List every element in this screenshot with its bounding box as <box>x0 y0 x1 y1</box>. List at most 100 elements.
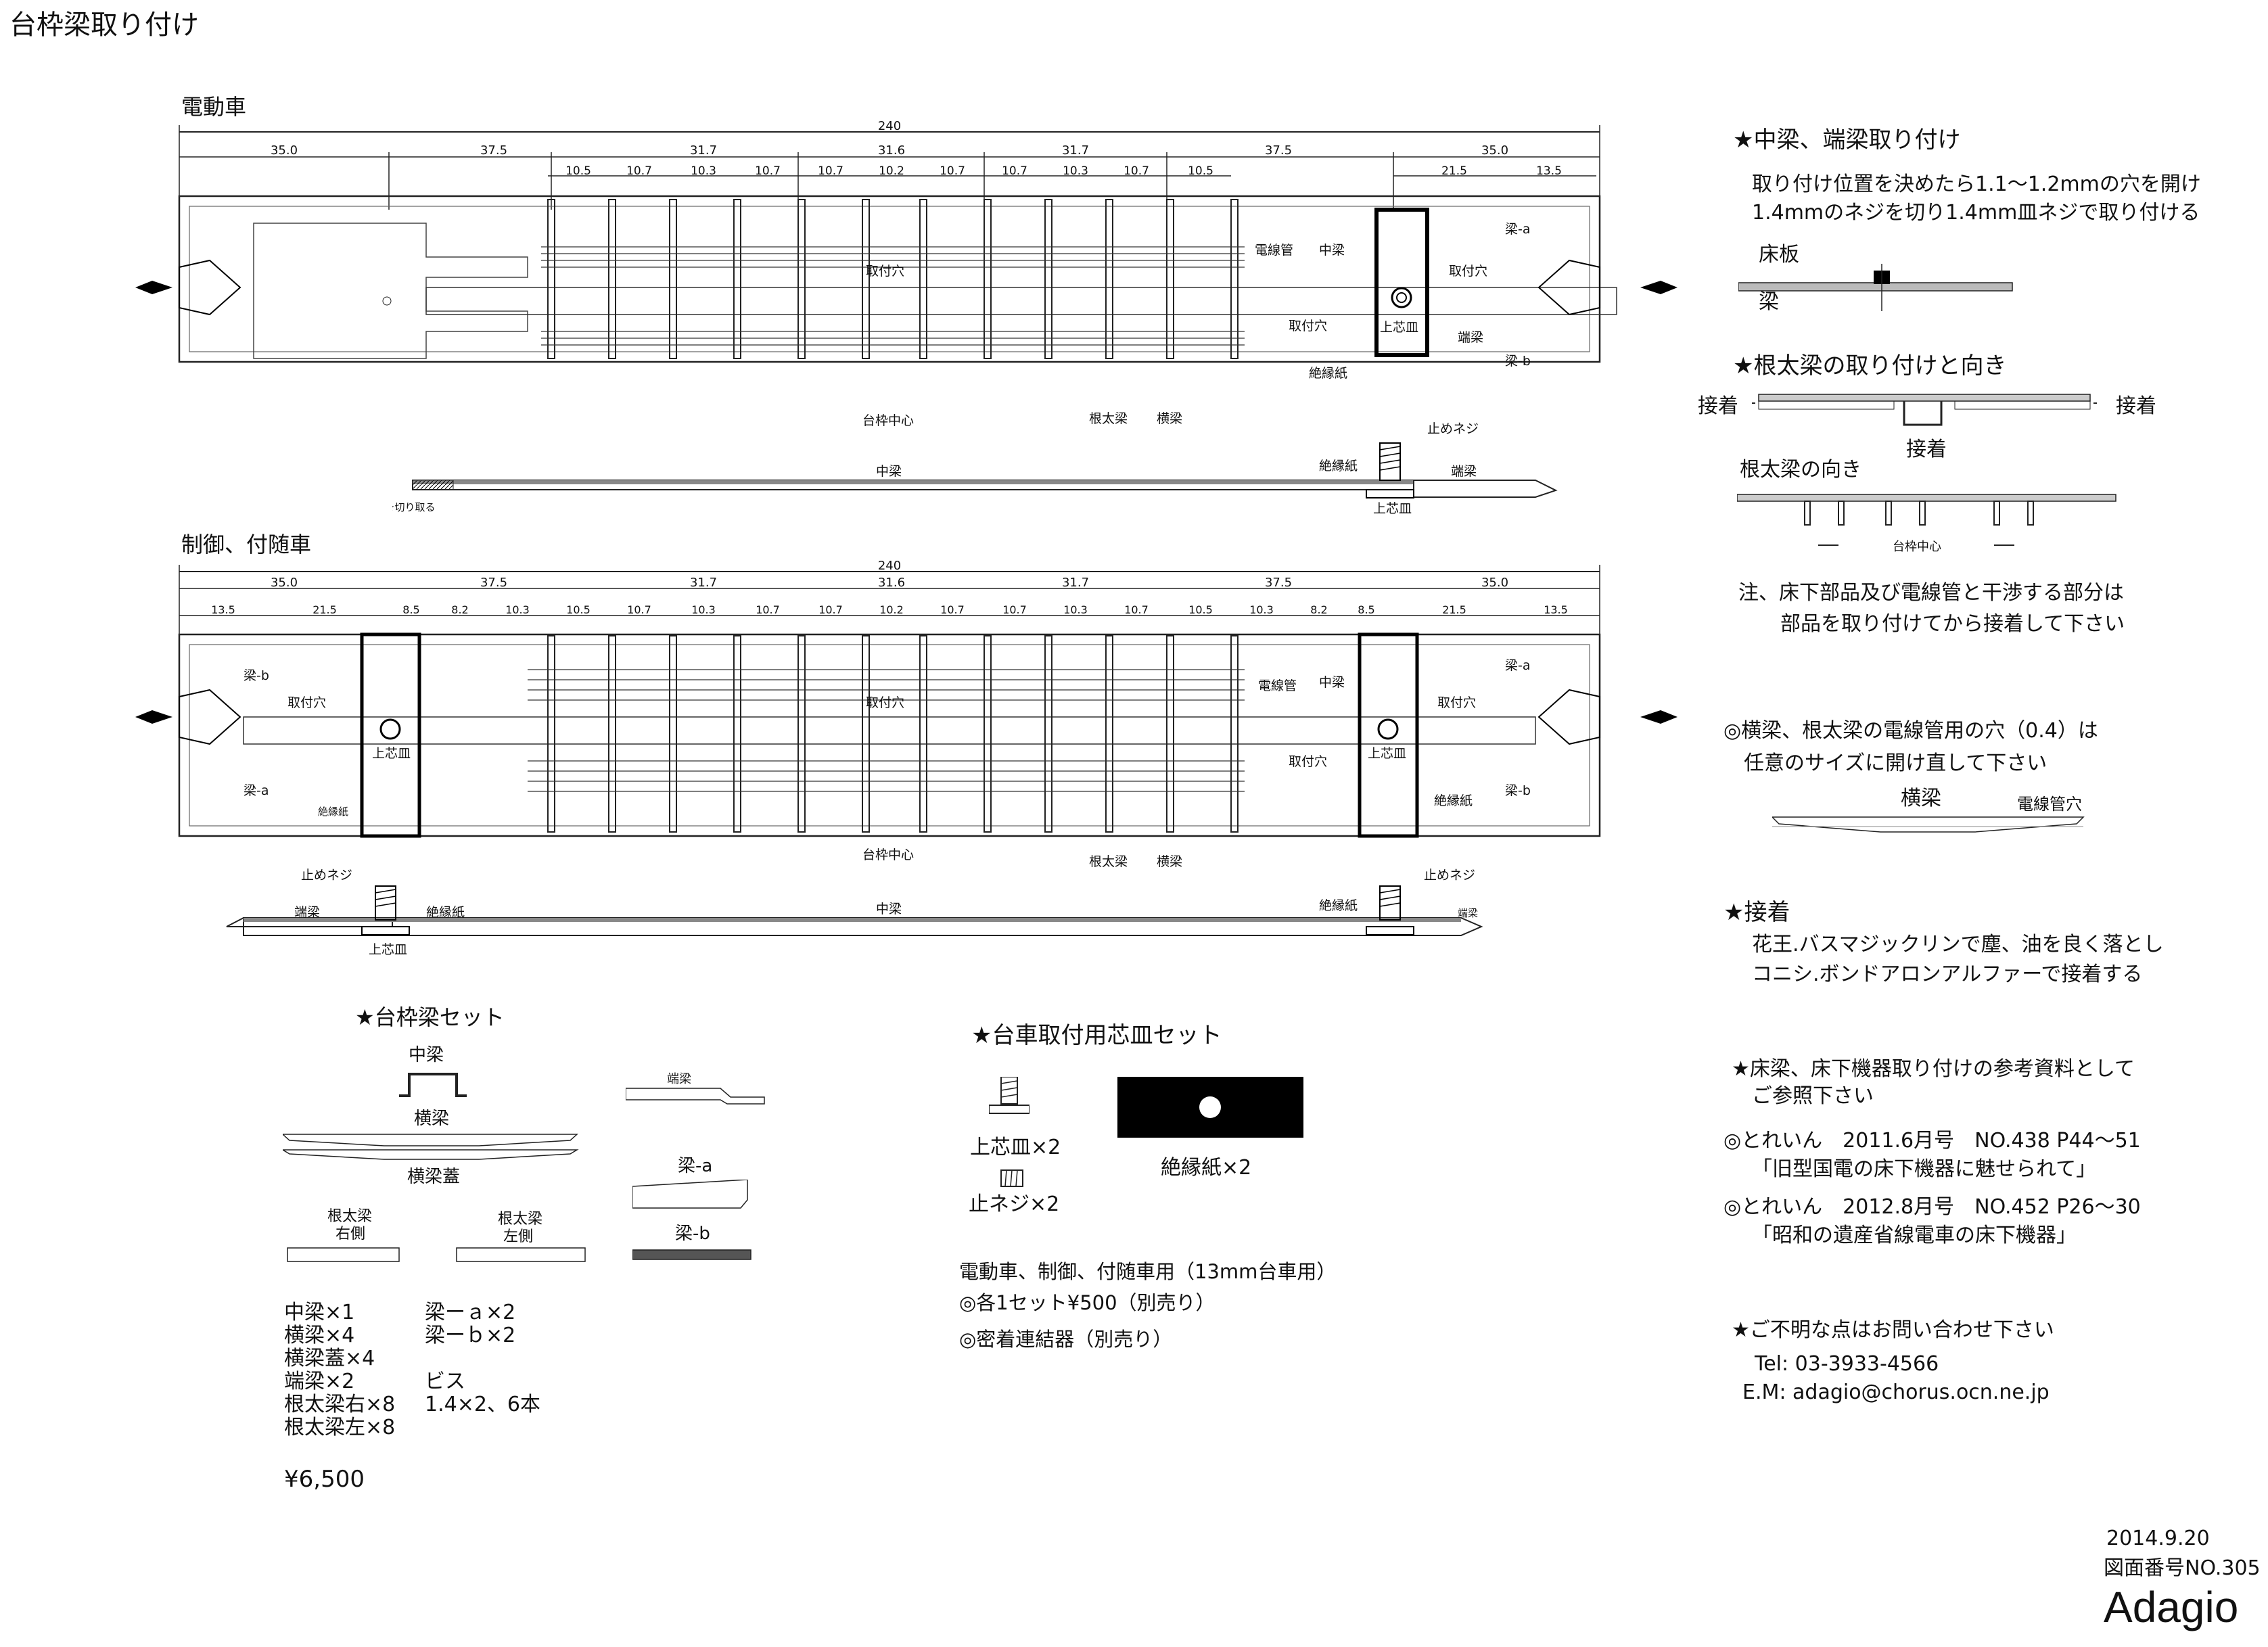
yokobari-hole-diagram <box>1772 816 2085 833</box>
control-dim-7: 35.0 <box>1481 576 1508 590</box>
zetsuenshi-part-icon <box>1117 1077 1303 1138</box>
motor-label-hari-b: 梁-b <box>1505 354 1531 369</box>
list-item: 横梁蓋×4 <box>284 1347 375 1370</box>
motor-side-zetsuenshi: 絶縁紙 <box>1319 459 1358 473</box>
control-label-zetsuenshi-left: 絶縁紙 <box>318 806 348 818</box>
drawing-number: 図面番号NO.305 <box>2104 1556 2261 1580</box>
brand-logo: Adagio <box>2104 1583 2239 1631</box>
control-label-yokobari: 横梁 <box>1157 854 1182 869</box>
motor-dim-3: 31.7 <box>690 143 717 158</box>
control-label-zetsuenshi-right: 絶縁紙 <box>1434 793 1473 808</box>
yokobari-part-icon <box>283 1134 579 1160</box>
frame-set-title: ★台枠梁セット <box>355 1004 505 1030</box>
control-side-zetsuenshi-right: 絶縁紙 <box>1319 898 1358 913</box>
contact-title: ★ご不明な点はお問い合わせ下さい <box>1732 1318 2054 1342</box>
list-item: ビス <box>425 1370 465 1393</box>
frame-set-list-right: 梁ーａ×2 梁ーｂ×2 ビス 1.4×2、6本 <box>425 1301 540 1416</box>
bolster-set-line3: ◎密着連結器（別売り） <box>959 1328 1173 1351</box>
set-nebuta-right-2: 右側 <box>335 1226 366 1243</box>
motor-side-nakahari: 中梁 <box>876 464 902 479</box>
motor-label-torituke-ana-1: 取付穴 <box>866 264 904 279</box>
control-dim-1: 35.0 <box>271 576 298 590</box>
motor-car-plan-view: 240 35.0 37.5 31.7 31.6 31.7 37.5 35.0 1… <box>135 119 1677 426</box>
frame-set-list-left: 中梁×1 横梁×4 横梁蓋×4 端梁×2 根太梁右×8 根太梁左×8 <box>284 1301 395 1439</box>
control-label-hari-a-left: 梁-a <box>244 783 269 798</box>
motor-right-dim-1: 21.5 <box>1441 164 1467 178</box>
nakahari-part-icon <box>399 1073 467 1097</box>
yokobari-part-label: 横梁 <box>1901 787 1941 810</box>
control-label-hari-b-left: 梁-b <box>244 668 269 683</box>
floor-plate-label: 床板 <box>1759 243 1799 266</box>
control-inner-dim-19: 8.5 <box>1358 603 1374 616</box>
control-inner-dim-16: 10.5 <box>1188 603 1213 616</box>
reference-1-title: 「旧型国電の床下機器に魅せられて」 <box>1752 1157 2097 1181</box>
control-side-joushinzara: 上芯皿 <box>369 942 407 957</box>
nebutabari-attach-diagram <box>1752 394 2097 426</box>
motor-label-tanbari: 端梁 <box>1458 330 1483 345</box>
list-item: 梁ーｂ×2 <box>425 1324 516 1347</box>
list-item: 中梁×1 <box>284 1301 355 1324</box>
motor-inner-dim-9: 10.3 <box>1063 164 1088 178</box>
control-inner-dim-4: 8.2 <box>451 603 468 616</box>
control-side-tanbari-right: 端梁 <box>1458 907 1478 919</box>
motor-dim-2: 37.5 <box>480 143 507 158</box>
control-side-zetsuenshi-left: 絶縁紙 <box>426 905 465 920</box>
set-joushinzara: 上芯皿×2 <box>970 1136 1061 1159</box>
control-inner-dim-18: 8.2 <box>1310 603 1327 616</box>
control-inner-dim-5: 10.3 <box>505 603 530 616</box>
motor-label-densenkan: 電線管 <box>1255 243 1293 258</box>
motor-dim-1: 35.0 <box>271 143 298 158</box>
motor-side-tomeneji: 止めネジ <box>1427 421 1479 436</box>
bolster-set-line1: 電動車、制御、付随車用（13mm台車用） <box>959 1260 1337 1283</box>
control-car-heading: 制御、付随車 <box>181 532 312 557</box>
contact-tel: Tel: 03-3933-4566 <box>1755 1352 1939 1376</box>
section-nebutabari-title: ★根太梁の取り付けと向き <box>1733 352 2007 379</box>
control-dim-3: 31.7 <box>690 576 717 590</box>
motor-label-joushinzara: 上芯皿 <box>1380 320 1418 335</box>
motor-label-hari-a: 梁-a <box>1505 222 1531 237</box>
motor-side-joushinzara: 上芯皿 <box>1373 501 1412 516</box>
control-inner-dim-1: 13.5 <box>211 603 235 616</box>
motor-label-torituke-ana-3: 取付穴 <box>1449 264 1487 279</box>
motor-inner-dim-5: 10.7 <box>818 164 843 178</box>
nebutabari-direction-diagram: 台枠中心 <box>1737 494 2116 554</box>
motor-inner-dim-3: 10.3 <box>691 164 716 178</box>
tanbari-part-icon <box>626 1088 765 1105</box>
bolster-set-line2: ◎各1セット¥500（別売り） <box>959 1291 1216 1314</box>
control-inner-dim-11: 10.2 <box>879 603 904 616</box>
control-inner-dim-20: 21.5 <box>1442 603 1466 616</box>
set-nebuta-left-1: 根太梁 <box>498 1211 543 1228</box>
control-label-nebutabari: 根太梁 <box>1089 854 1128 869</box>
nebutabari-parts-icon <box>287 1247 586 1262</box>
motor-label-torituke-ana-2: 取付穴 <box>1289 319 1327 333</box>
motor-side-tanbari: 端梁 <box>1451 464 1477 479</box>
set-yokobari-label: 横梁 <box>414 1109 450 1129</box>
hari-a-part-icon <box>632 1180 748 1209</box>
reference-2: ◎とれいん 2012.8月号 NO.452 P26～30 <box>1723 1195 2141 1219</box>
tomeneji-part-icon <box>1000 1169 1023 1187</box>
motor-label-zetsuenshi: 絶縁紙 <box>1309 366 1347 381</box>
contact-email: E.M: adagio@chorus.ocn.ne.jp <box>1742 1381 2050 1404</box>
section-adhesive-title: ★接着 <box>1723 899 1790 926</box>
motor-dim-4: 31.6 <box>878 143 905 158</box>
motor-dim-7: 35.0 <box>1481 143 1508 158</box>
section-hole-line2: 任意のサイズに開け直して下さい <box>1744 751 2047 775</box>
control-dim-6: 37.5 <box>1265 576 1292 590</box>
motor-inner-dim-1: 10.5 <box>565 164 591 178</box>
list-item: 根太梁右×8 <box>284 1393 396 1416</box>
set-yokobari-futa-label: 横梁蓋 <box>407 1167 461 1187</box>
control-total-dim: 240 <box>878 559 901 573</box>
motor-dim-5: 31.7 <box>1062 143 1089 158</box>
hari-b-part-icon <box>632 1249 751 1260</box>
set-nebuta-left-2: 左側 <box>503 1228 534 1245</box>
motor-label-daiwaku-chushin: 台枠中心 <box>862 413 914 426</box>
control-label-densenkan: 電線管 <box>1258 678 1297 693</box>
frame-set-price: ¥6,500 <box>284 1466 365 1493</box>
control-inner-dim-17: 10.3 <box>1249 603 1274 616</box>
note-line1: 注、床下部品及び電線管と干渉する部分は <box>1738 581 2124 605</box>
set-hari-a-label: 梁-a <box>678 1156 713 1176</box>
control-inner-dim-12: 10.7 <box>940 603 965 616</box>
nebutabari-direction-label: 根太梁の向き <box>1740 458 1861 482</box>
list-item: 端梁×2 <box>284 1370 355 1393</box>
control-inner-dim-10: 10.7 <box>818 603 843 616</box>
